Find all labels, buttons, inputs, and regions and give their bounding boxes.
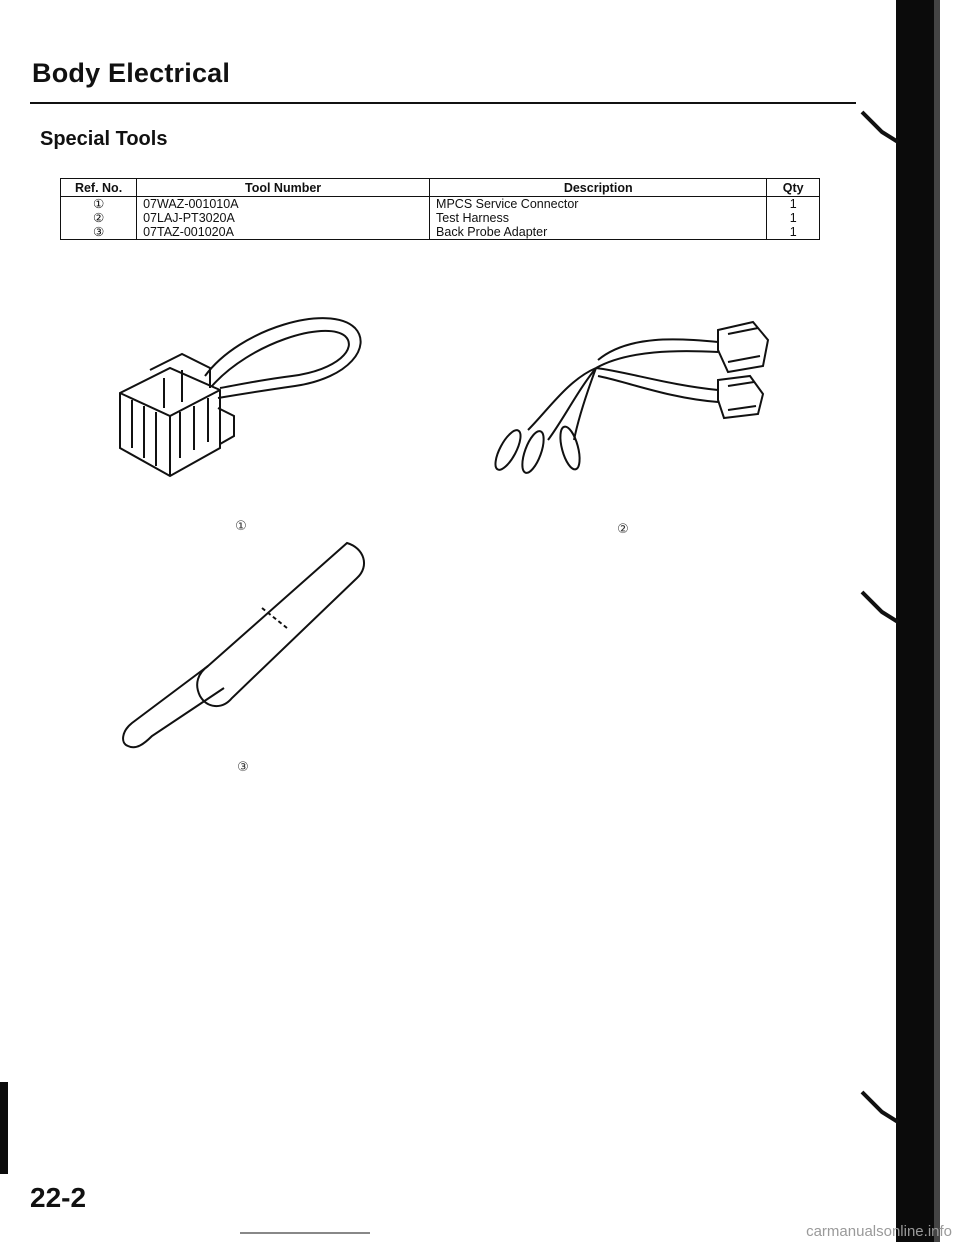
watermark: carmanualsonline.info — [806, 1223, 952, 1240]
test-harness-illustration — [494, 320, 770, 474]
footer-rule — [240, 1232, 370, 1234]
tab-mark-bottom — [860, 1090, 900, 1124]
cell-description: Test Harness — [429, 211, 767, 225]
header-description: Description — [429, 178, 767, 197]
page-number: 22-2 — [30, 1182, 87, 1213]
section-title: Body Electrical — [32, 58, 231, 88]
tab-mark-middle — [860, 590, 900, 624]
cell-qty: 1 — [766, 225, 820, 240]
back-probe-adapter-illustration — [122, 541, 366, 749]
figure-2-callout: ② — [617, 521, 629, 536]
header-ref-no: Ref. No. — [60, 178, 137, 197]
cell-ref: ② — [92, 211, 105, 225]
title-rule — [30, 102, 856, 104]
cell-qty: 1 — [766, 211, 820, 225]
table-row: ② 07LAJ-PT3020A Test Harness 1 — [61, 211, 820, 225]
table-row: ③ 07TAZ-001020A Back Probe Adapter 1 — [61, 225, 820, 240]
cell-description: Back Probe Adapter — [429, 225, 767, 240]
binding-band — [896, 0, 934, 1242]
cell-ref: ③ — [92, 225, 105, 239]
cell-tool-number: 07WAZ-001010A — [136, 196, 430, 211]
figure-1-callout: ① — [235, 518, 247, 533]
tab-mark-top — [860, 110, 900, 144]
header-qty: Qty — [766, 178, 820, 197]
table-row: ① 07WAZ-001010A MPCS Service Connector 1 — [61, 196, 820, 211]
sub-title: Special Tools — [40, 128, 168, 150]
left-tab-marker — [0, 1082, 8, 1174]
cell-description: MPCS Service Connector — [429, 196, 767, 211]
table-header-row: Ref. No. Tool Number Description Qty — [60, 178, 820, 197]
cell-qty: 1 — [766, 196, 820, 211]
cell-tool-number: 07LAJ-PT3020A — [136, 211, 430, 225]
binding-band-edge — [934, 0, 940, 1242]
cell-ref: ① — [92, 197, 105, 211]
cell-tool-number: 07TAZ-001020A — [136, 225, 430, 240]
special-tools-table: Ref. No. Tool Number Description Qty ① 0… — [60, 178, 820, 240]
figure-3-callout: ③ — [237, 759, 249, 774]
header-tool-number: Tool Number — [136, 178, 430, 197]
service-connector-illustration — [119, 317, 362, 478]
